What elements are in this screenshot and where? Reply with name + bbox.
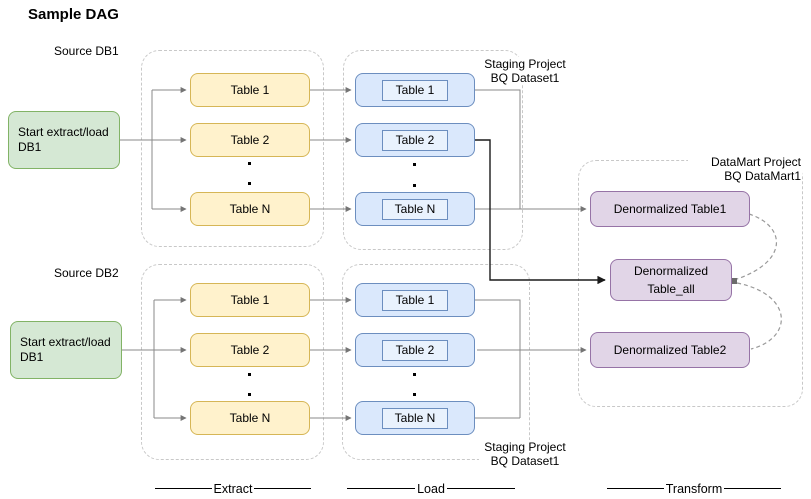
vertical-ellipsis: [413, 163, 416, 166]
table2-to-tableall-edge: [475, 139, 606, 285]
extract2-table1: Table 1: [190, 283, 310, 317]
denormalized-table1-node: Denormalized Table1: [590, 191, 750, 227]
extract2-table2: Table 2: [190, 333, 310, 367]
inner-table-box: Table 1: [382, 79, 448, 101]
denormalized-table2-node: Denormalized Table2: [590, 332, 750, 368]
load-group-2: [342, 264, 530, 460]
pipeline1-edges: [120, 87, 587, 212]
datamart-dependency-arcs: [736, 213, 782, 350]
extract-group-1: [141, 50, 324, 247]
staging-label-2: Staging Project BQ Dataset1: [479, 440, 571, 468]
arc-junction-nub: [731, 278, 737, 284]
vertical-ellipsis: [248, 162, 251, 165]
inner-table-box: Table 1: [382, 289, 448, 311]
load1-table1: Table 1: [355, 73, 475, 107]
pipeline2-edges: [122, 297, 587, 421]
vertical-ellipsis: [248, 182, 251, 185]
vertical-ellipsis: [248, 373, 251, 376]
load1-table2: Table 2: [355, 123, 475, 157]
vertical-ellipsis: [413, 373, 416, 376]
source-db1-label: Source DB1: [54, 44, 119, 58]
extract1-table1: Table 1: [190, 73, 310, 107]
vertical-ellipsis: [413, 393, 416, 396]
load2-table1: Table 1: [355, 283, 475, 317]
load2-table2: Table 2: [355, 333, 475, 367]
datamart-label: DataMart Project BQ DataMart1: [688, 155, 802, 183]
extract-stage-ruler: Extract: [155, 481, 311, 496]
extract2-tableN: Table N: [190, 401, 310, 435]
staging-label-1: Staging Project BQ Dataset1: [479, 57, 571, 85]
page-title: Sample DAG: [28, 6, 119, 23]
source-db2-label: Source DB2: [54, 266, 119, 280]
denormalized-table-all-node: Denormalized Table_all: [610, 259, 732, 301]
load-stage-ruler: Load: [347, 481, 515, 496]
extract1-tableN: Table N: [190, 192, 310, 226]
inner-table-box: Table 2: [382, 129, 448, 151]
vertical-ellipsis: [248, 393, 251, 396]
inner-table-box: Table N: [382, 198, 448, 220]
inner-table-box: Table N: [382, 407, 448, 429]
vertical-ellipsis: [413, 184, 416, 187]
extract-group-2: [141, 264, 324, 460]
inner-table-box: Table 2: [382, 339, 448, 361]
load2-tableN: Table N: [355, 401, 475, 435]
load1-tableN: Table N: [355, 192, 475, 226]
load-group-1: [343, 50, 523, 250]
extract1-table2: Table 2: [190, 123, 310, 157]
transform-stage-ruler: Transform: [607, 481, 781, 496]
